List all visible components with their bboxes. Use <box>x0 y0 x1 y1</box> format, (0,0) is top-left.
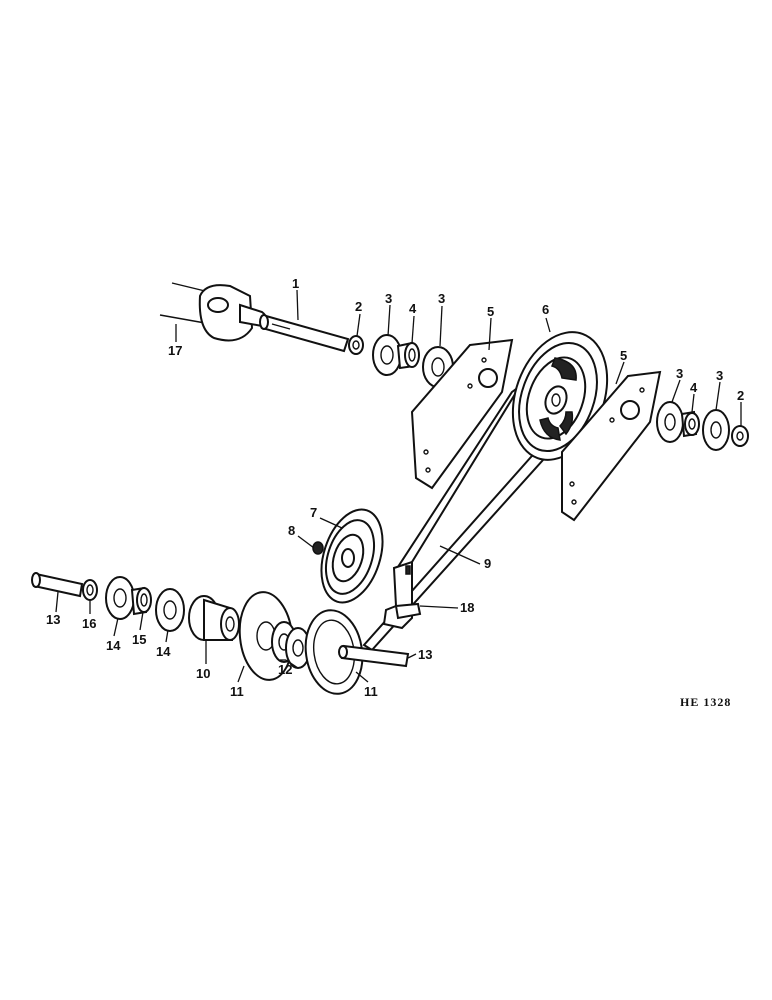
leader-lines <box>55 289 742 683</box>
bearing-4-upper <box>396 341 420 370</box>
callout-13: 13 <box>418 647 432 662</box>
callout-8: 8 <box>288 523 295 538</box>
callout-12: 12 <box>278 662 292 677</box>
callout-14: 14 <box>156 644 171 659</box>
callout-14: 14 <box>106 638 121 653</box>
figure-code: HE 1328 <box>680 695 731 709</box>
callout-13: 13 <box>46 612 60 627</box>
mounting-plate-5-left <box>410 338 514 490</box>
bushing-2-right <box>731 425 749 447</box>
callout-2: 2 <box>355 299 362 314</box>
callout-9: 9 <box>484 556 491 571</box>
callout-15: 15 <box>132 632 146 647</box>
flange-3-right-b <box>702 409 730 451</box>
callout-2: 2 <box>737 388 744 403</box>
callout-4: 4 <box>690 380 698 395</box>
callout-labels: 1 2 3 4 3 5 6 5 3 4 3 2 17 7 8 9 18 13 1… <box>46 276 744 699</box>
callout-7: 7 <box>310 505 317 520</box>
spacers-12 <box>271 621 311 669</box>
bearing-15 <box>130 586 152 616</box>
hub-10 <box>188 595 240 641</box>
flange-3-upper-a <box>372 334 402 376</box>
bearing-4-right <box>680 410 700 438</box>
flange-14-b <box>155 588 185 632</box>
callout-11: 11 <box>230 684 244 699</box>
callout-3: 3 <box>716 368 723 383</box>
callout-3: 3 <box>438 291 445 306</box>
set-screw <box>312 541 324 555</box>
mounting-plate-5-right <box>561 370 662 522</box>
callout-5: 5 <box>487 304 494 319</box>
flange-14-a <box>105 576 135 620</box>
callout-3: 3 <box>676 366 683 381</box>
callout-18: 18 <box>460 600 474 615</box>
callout-5: 5 <box>620 348 627 363</box>
flange-3-right-a <box>656 401 684 443</box>
shaft-13-right <box>338 644 410 668</box>
drive-shaft <box>259 314 350 353</box>
bushing-2-upper <box>348 335 364 355</box>
callout-3: 3 <box>385 291 392 306</box>
small-pulley <box>320 508 384 604</box>
callout-16: 16 <box>82 616 96 631</box>
callout-10: 10 <box>196 666 210 681</box>
callout-4: 4 <box>409 301 417 316</box>
shaft-13-left <box>31 572 84 598</box>
large-pulley <box>511 331 609 461</box>
bushing-16 <box>82 579 98 601</box>
callout-6: 6 <box>542 302 549 317</box>
idler-arm <box>382 560 422 630</box>
callout-11: 11 <box>364 684 378 699</box>
callout-17: 17 <box>168 343 182 358</box>
callout-1: 1 <box>292 276 299 291</box>
